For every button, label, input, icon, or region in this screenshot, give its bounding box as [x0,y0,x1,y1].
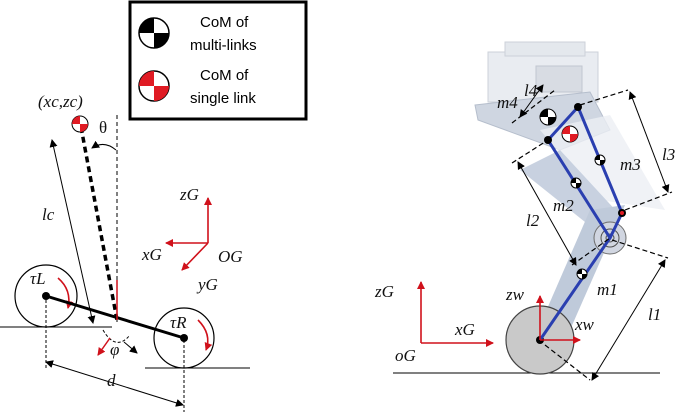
l1-label: l1 [648,305,661,324]
tau-right-arrow [197,319,213,351]
l4-dimension [519,84,544,118]
left-yG-axis [181,242,209,271]
phi-label: φ [110,340,119,359]
com-link1 [576,268,588,280]
phi-arrow [97,337,111,356]
l1-dimension [591,259,666,381]
zw-label: zw [505,285,525,304]
d-dimension [45,360,184,407]
legend-multi-line2: multi-links [190,37,257,54]
legend-box: CoM of multi-links CoM of single link [128,0,308,121]
m4-label: m4 [497,93,518,112]
l2-dimension [517,161,577,266]
m1-label: m1 [597,280,618,299]
l2-label: l2 [526,211,540,230]
theta-label: θ [99,118,107,137]
tau-left-label: τL [30,269,46,288]
left-xG-label: xG [141,245,162,264]
single-link-com-icon [138,70,170,102]
l3-dimension [628,91,670,193]
legend-single-line1: CoM of [200,67,249,84]
xw-label: xw [574,315,595,334]
right-zG-label: zG [374,282,394,301]
multi-link-com-icon [138,17,170,49]
legend-multi-line1: CoM of [200,14,249,31]
left-yG-label: yG [196,275,218,294]
lc-dimension [49,139,96,324]
left-com-marker [71,115,89,133]
link-chain [538,105,612,341]
left-zG-label: zG [179,185,199,204]
left-OG-label: OG [218,247,243,266]
l3-label: l3 [662,145,675,164]
phi-arrow-2 [123,341,138,354]
com-coordinates-label: (xc,zc) [38,92,83,111]
m2-label: m2 [553,196,574,215]
l4-label: l4 [524,81,538,100]
com-multi-links-marker [539,108,557,126]
robot-body-image [474,41,665,330]
com-single-link-marker [561,125,579,143]
phi-arc [102,329,131,343]
com-link3 [594,154,606,166]
tau-right-label: τR [170,313,187,332]
d-label: d [107,371,116,390]
right-oG-label: oG [395,346,416,365]
right-robot-model: m4 l4 m3 l3 m2 l2 m1 l1 zw xw zG xG oG [374,41,675,381]
legend-single-line2: single link [190,90,256,107]
m3-label: m3 [620,155,641,174]
body-line [79,126,119,321]
lc-label: lc [42,205,55,224]
left-schematic: θ lc φ d (xc,zc) τL τR zG xG yG OG [0,92,250,412]
theta-arc [91,140,117,151]
com-link2 [570,177,582,189]
right-xG-label: xG [454,320,475,339]
